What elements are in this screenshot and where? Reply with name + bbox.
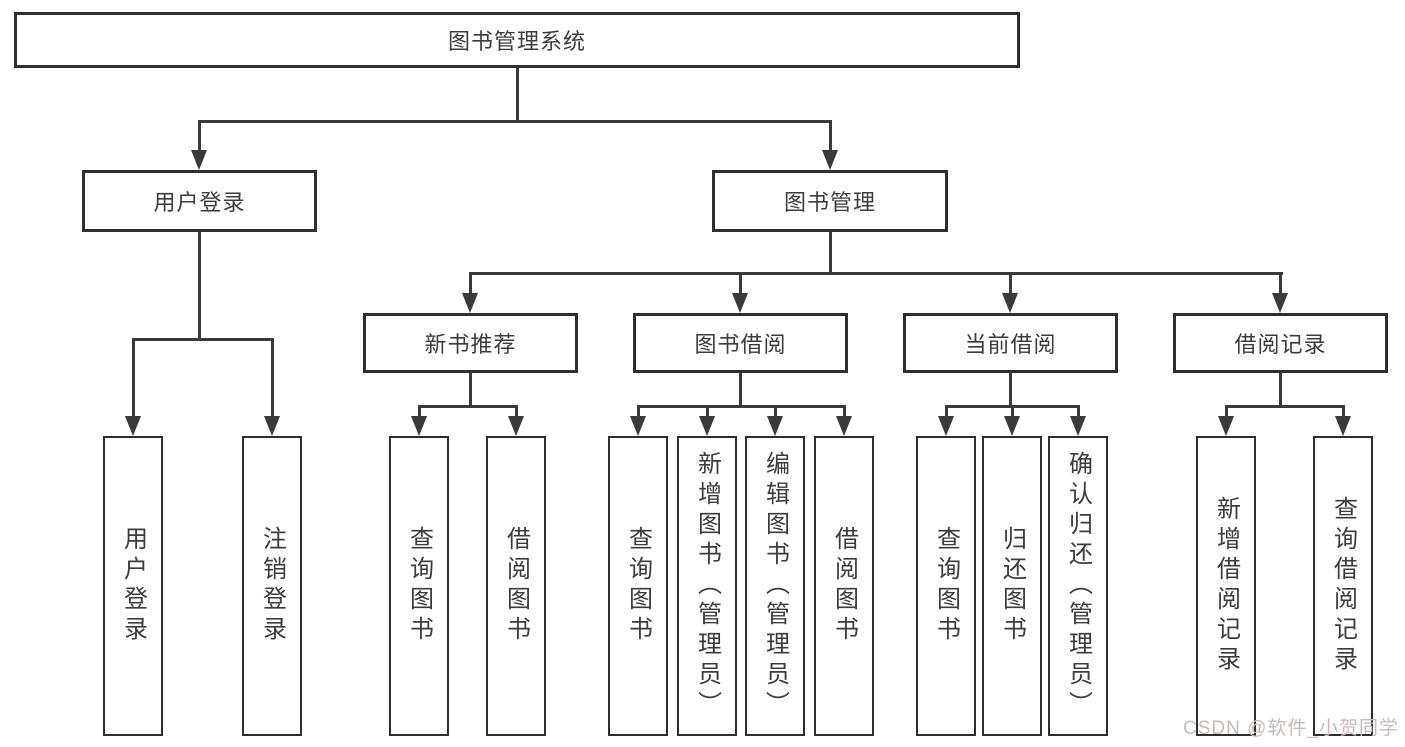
- arrow-down-icon: [1272, 293, 1288, 313]
- arrow-down-icon: [938, 416, 954, 436]
- node-label: 归还图书: [998, 526, 1026, 646]
- node-label: 查询图书: [624, 526, 652, 646]
- arrow-down-icon: [1218, 416, 1234, 436]
- leaf-logout: 注销登录: [242, 436, 302, 736]
- node-current-borrowing: 当前借阅: [903, 313, 1118, 373]
- leaf-query-books-1: 查询图书: [389, 436, 449, 736]
- connector-line: [1009, 272, 1012, 295]
- connector-line: [706, 405, 709, 418]
- node-library-management-system: 图书管理系统: [14, 12, 1020, 68]
- connector-line: [774, 405, 777, 418]
- leaf-borrow-books-2: 借阅图书: [814, 436, 874, 736]
- node-user-login: 用户登录: [82, 170, 317, 232]
- connector-line: [198, 232, 201, 340]
- connector-line: [1225, 405, 1345, 408]
- connector-line: [198, 120, 832, 123]
- node-label: 用户登录: [119, 526, 147, 646]
- node-book-borrowing: 图书借阅: [633, 313, 848, 373]
- connector-line: [515, 405, 518, 418]
- leaf-query-books-2: 查询图书: [608, 436, 668, 736]
- arrow-down-icon: [699, 416, 715, 436]
- node-label: 查询图书: [932, 526, 960, 646]
- arrow-down-icon: [508, 416, 524, 436]
- connector-line: [469, 272, 1283, 275]
- connector-line: [843, 405, 846, 418]
- node-label: 图书管理系统: [447, 29, 586, 54]
- leaf-add-books-admin: 新增图书（管理员）: [677, 436, 737, 736]
- connector-line: [945, 405, 948, 418]
- node-borrowing-records: 借阅记录: [1173, 313, 1388, 373]
- arrow-down-icon: [1070, 416, 1086, 436]
- node-label: 借阅图书: [830, 526, 858, 646]
- node-book-management: 图书管理: [712, 170, 948, 232]
- node-new-book-recommendation: 新书推荐: [363, 313, 578, 373]
- connector-line: [1279, 373, 1282, 407]
- node-label: 借阅记录: [1234, 332, 1327, 357]
- arrow-down-icon: [1004, 416, 1020, 436]
- connector-line: [1011, 405, 1014, 418]
- leaf-query-borrow-record: 查询借阅记录: [1313, 436, 1373, 736]
- arrow-down-icon: [462, 293, 478, 313]
- leaf-edit-books-admin: 编辑图书（管理员）: [745, 436, 805, 736]
- leaf-return-books: 归还图书: [982, 436, 1042, 736]
- arrow-down-icon: [264, 416, 280, 436]
- node-label: 用户登录: [153, 190, 246, 215]
- node-label: 当前借阅: [964, 332, 1057, 357]
- node-label: 查询图书: [405, 526, 433, 646]
- arrow-down-icon: [1335, 416, 1351, 436]
- connector-line: [469, 373, 472, 407]
- connector-line: [637, 405, 640, 418]
- leaf-borrow-books-1: 借阅图书: [486, 436, 546, 736]
- node-label: 查询借阅记录: [1329, 496, 1357, 676]
- arrow-down-icon: [125, 416, 141, 436]
- connector-line: [829, 120, 832, 152]
- connector-line: [1342, 405, 1345, 418]
- connector-line: [198, 120, 201, 152]
- arrow-down-icon: [732, 293, 748, 313]
- connector-line: [1225, 405, 1228, 418]
- node-label: 借阅图书: [502, 526, 530, 646]
- connector-line: [1009, 373, 1012, 407]
- arrow-down-icon: [630, 416, 646, 436]
- connector-line: [469, 272, 472, 295]
- connector-line: [1077, 405, 1080, 418]
- leaf-user-login: 用户登录: [103, 436, 163, 736]
- node-label: 确认归还（管理员）: [1064, 451, 1092, 721]
- connector-line: [132, 338, 135, 418]
- node-label: 新增图书（管理员）: [693, 451, 721, 721]
- leaf-query-books-3: 查询图书: [916, 436, 976, 736]
- arrow-down-icon: [1002, 293, 1018, 313]
- arrow-down-icon: [767, 416, 783, 436]
- arrow-down-icon: [822, 150, 838, 170]
- leaf-add-borrow-record: 新增借阅记录: [1196, 436, 1256, 736]
- node-label: 新书推荐: [424, 332, 517, 357]
- node-label: 注销登录: [258, 526, 286, 646]
- node-label: 新增借阅记录: [1212, 496, 1240, 676]
- connector-line: [637, 405, 846, 408]
- connector-line: [516, 68, 519, 120]
- node-label: 编辑图书（管理员）: [761, 451, 789, 721]
- connector-line: [418, 405, 518, 408]
- connector-line: [132, 338, 274, 341]
- node-label: 图书管理: [783, 190, 876, 215]
- connector-line: [1279, 272, 1282, 295]
- node-label: 图书借阅: [694, 332, 787, 357]
- connector-line: [739, 272, 742, 295]
- connector-line: [271, 338, 274, 418]
- connector-line: [739, 373, 742, 407]
- arrow-down-icon: [411, 416, 427, 436]
- arrow-down-icon: [836, 416, 852, 436]
- connector-line: [829, 232, 832, 274]
- leaf-confirm-return-admin: 确认归还（管理员）: [1048, 436, 1108, 736]
- arrow-down-icon: [191, 150, 207, 170]
- csdn-watermark: CSDN @软件_小贺同学: [1183, 718, 1399, 739]
- connector-line: [418, 405, 421, 418]
